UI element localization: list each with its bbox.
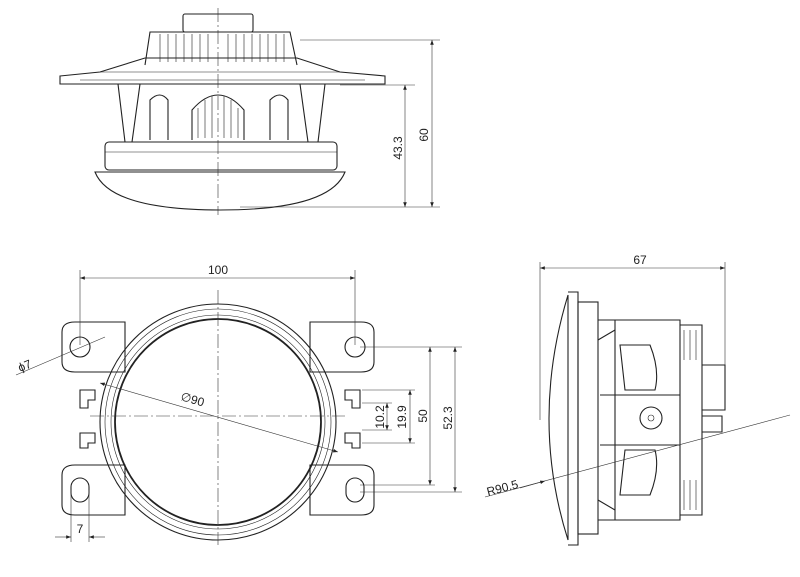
dim-radius: R90.5 [485, 477, 520, 499]
side-view: 67 R90.5 [484, 253, 791, 546]
dim-hole-spacing: 50 [416, 409, 430, 423]
dim-depth: 67 [633, 253, 647, 267]
dim-diameter: ∅90 [179, 389, 206, 409]
dim-clip-gap: 10.2 [373, 405, 387, 429]
dim-width: 100 [208, 263, 228, 277]
dim-height-body: 43.3 [391, 136, 405, 160]
dim-slot-width: 7 [77, 522, 84, 536]
mount-slot [70, 477, 90, 503]
dim-hole: ϕ7 [16, 357, 34, 375]
dim-hole-spacing-outer: 52.3 [441, 406, 455, 430]
top-view: 43.3 60 [59, 8, 440, 215]
front-view: 100 ϕ7 ∅90 10.2 19.9 50 52.3 7 [16, 263, 462, 545]
dim-height-total: 60 [417, 128, 431, 142]
dim-clip-span: 19.9 [395, 405, 409, 429]
screw-icon [639, 406, 663, 430]
mount-slot [345, 477, 365, 503]
